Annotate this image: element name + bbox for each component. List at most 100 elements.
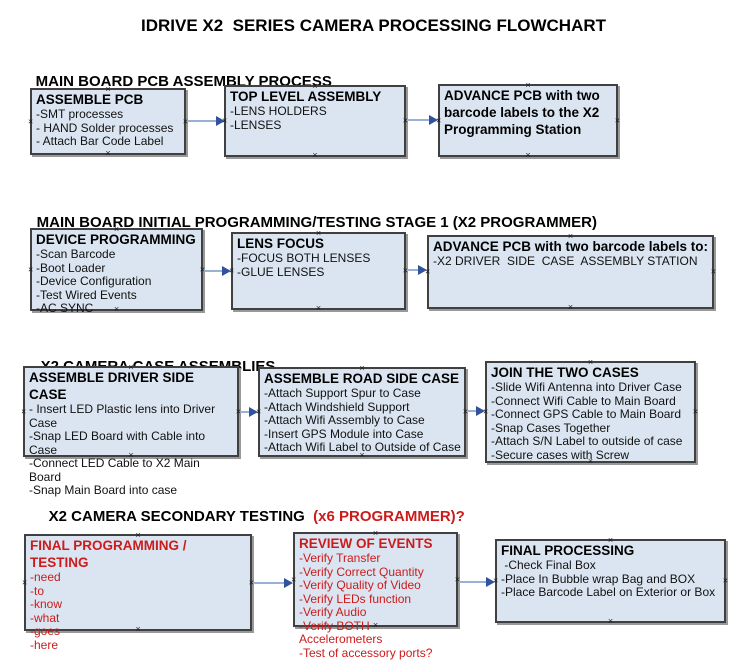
flow-box-assemble-road-side-case[interactable]: ASSEMBLE ROAD SIDE CASE -Attach Support … xyxy=(256,364,468,460)
arrow-head-icon xyxy=(418,265,427,275)
connection-point-icon: × xyxy=(222,115,228,126)
box-title: DEVICE PROGRAMMING xyxy=(36,232,196,247)
arrow-line xyxy=(253,582,288,584)
flow-arrow[interactable] xyxy=(407,265,427,275)
box-item: -Connect LED Cable to X2 Main Board xyxy=(29,456,204,484)
connection-point-icon: × xyxy=(436,115,442,125)
connection-point-icon: × xyxy=(135,530,141,540)
connection-point-icon: × xyxy=(256,406,262,417)
flow-box-device-programming[interactable]: DEVICE PROGRAMMING -Scan Barcode-Boot Lo… xyxy=(28,225,205,315)
connection-point-icon: × xyxy=(525,150,531,160)
flow-box-assemble-driver-side-case[interactable]: ASSEMBLE DRIVER SIDE CASE - Insert LED P… xyxy=(21,363,241,497)
arrow-line xyxy=(407,269,422,271)
connection-point-icon: × xyxy=(722,575,728,586)
flow-box-final-programming-testing[interactable]: FINAL PROGRAMMING / TESTING -need-to-kno… xyxy=(22,530,254,652)
box-item: -Scan Barcode xyxy=(36,247,116,261)
box-items: -LENS HOLDERS-LENSES xyxy=(226,104,404,132)
flow-arrow[interactable] xyxy=(187,116,225,126)
connection-point-icon: × xyxy=(182,116,188,126)
section-heading-red-text: (x6 PROGRAMMER)? xyxy=(308,508,465,525)
connection-point-icon: × xyxy=(587,456,594,466)
connection-point-icon: × xyxy=(587,357,594,367)
box-item: -Verify Audio xyxy=(299,605,367,619)
box-title: JOIN THE TWO CASES xyxy=(491,365,639,380)
box-item: - Attach Bar Code Label xyxy=(36,134,164,148)
connection-point-icon: × xyxy=(199,264,205,274)
box-item: -LENSES xyxy=(230,117,282,132)
box-title: LENS FOCUS xyxy=(237,236,325,251)
flow-arrow[interactable] xyxy=(467,406,485,416)
flow-arrow[interactable] xyxy=(253,578,293,588)
box-item: -Connect Wifi Cable to Main Board xyxy=(491,393,676,408)
connection-point-icon: × xyxy=(312,150,318,160)
box-item: - HAND Solder processes xyxy=(36,120,174,135)
box-item: -to xyxy=(30,583,45,598)
flow-box-assemble-pcb[interactable]: ASSEMBLE PCB -SMT processes- HAND Solder… xyxy=(28,84,188,158)
flow-box-advance-pcb-case-assembly[interactable]: ADVANCE PCB with two barcode labels to: … xyxy=(425,232,716,312)
connection-point-icon: × xyxy=(105,148,111,158)
box-title: ASSEMBLE PCB xyxy=(36,92,144,107)
box-items: -Attach Support Spur to Case-Attach Wind… xyxy=(260,386,464,455)
connection-point-icon: × xyxy=(315,228,322,238)
box-items: -Verify Transfer-Verify Correct Quantity… xyxy=(295,551,456,660)
box-title: REVIEW OF EVENTS xyxy=(299,536,433,551)
connection-point-icon: × xyxy=(525,80,531,90)
flow-box-review-of-events[interactable]: REVIEW OF EVENTS -Verify Transfer-Verify… xyxy=(291,529,460,660)
flow-arrow[interactable] xyxy=(204,266,231,276)
box-item: -Snap LED Board with Cable into Case xyxy=(29,429,209,457)
connection-point-icon: × xyxy=(454,574,460,584)
connection-point-icon: × xyxy=(312,81,318,91)
box-item: -Boot Loader xyxy=(36,260,106,275)
arrow-head-icon xyxy=(222,266,231,276)
connection-point-icon: × xyxy=(105,84,111,94)
connection-point-icon: × xyxy=(710,266,716,277)
arrow-head-icon xyxy=(476,406,485,416)
flow-arrow[interactable] xyxy=(407,115,438,125)
connection-point-icon: × xyxy=(402,115,408,126)
box-item: -Snap Main Board into case xyxy=(29,483,178,497)
box-item: -Verify Correct Quantity xyxy=(299,564,424,579)
box-title: FINAL PROGRAMMING / TESTING xyxy=(30,538,187,570)
connection-point-icon: × xyxy=(248,577,254,587)
box-item: -GLUE LENSES xyxy=(237,264,325,279)
connection-point-icon: × xyxy=(21,406,27,416)
box-item: -Verify BOTH Accelerometers xyxy=(299,618,383,646)
arrow-line xyxy=(204,270,226,272)
connection-point-icon: × xyxy=(128,450,134,460)
box-items: -need-to-know-what-goes-here xyxy=(26,570,250,652)
arrow-line xyxy=(240,411,253,413)
connection-point-icon: × xyxy=(402,265,408,276)
section-heading-secondary-testing: X2 CAMERA SECONDARY TESTING (x6 PROGRAMM… xyxy=(32,491,465,542)
flow-arrow[interactable] xyxy=(240,407,258,417)
box-item: -FOCUS BOTH LENSES xyxy=(237,251,371,265)
flow-box-top-level-assembly[interactable]: TOP LEVEL ASSEMBLY -LENS HOLDERS-LENSES … xyxy=(222,81,408,160)
box-item: -here xyxy=(30,637,59,652)
flow-box-lens-focus[interactable]: LENS FOCUS -FOCUS BOTH LENSES-GLUE LENSE… xyxy=(229,228,408,313)
flow-box-final-processing[interactable]: FINAL PROCESSING -Check Final Box-Place … xyxy=(493,536,728,626)
box-items: - Insert LED Plastic lens into Driver Ca… xyxy=(25,402,237,498)
flow-box-advance-pcb-programming-station[interactable]: ADVANCE PCB with two barcode labels to t… xyxy=(436,80,620,160)
arrow-head-icon xyxy=(486,577,495,587)
box-item: -Place In Bubble wrap Bag and BOX xyxy=(501,571,696,586)
flow-box-join-the-two-cases[interactable]: JOIN THE TWO CASES -Slide Wifi Antenna i… xyxy=(483,357,698,466)
box-item: -Connect GPS Cable to Main Board xyxy=(491,407,682,421)
connection-point-icon: × xyxy=(493,575,499,586)
connection-point-icon: × xyxy=(28,116,34,126)
connection-point-icon: × xyxy=(372,620,379,630)
connection-point-icon: × xyxy=(22,577,28,587)
box-items: -Check Final Box-Place In Bubble wrap Ba… xyxy=(497,558,724,600)
section-heading-initial-programming: MAIN BOARD INITIAL PROGRAMMING/TESTING S… xyxy=(20,197,597,248)
flow-arrow[interactable] xyxy=(459,577,495,587)
box-item: -X2 DRIVER SIDE CASE ASSEMBLY STATION xyxy=(433,254,698,268)
page-title: IDRIVE X2 SERIES CAMERA PROCESSING FLOWC… xyxy=(140,16,607,35)
box-item: -Attach Support Spur to Case xyxy=(264,386,421,400)
box-item: -need xyxy=(30,570,61,584)
arrow-head-icon xyxy=(216,116,225,126)
arrow-line xyxy=(187,120,220,122)
box-item: -Verify Quality of Video xyxy=(299,578,421,592)
box-item: -Insert GPS Module into Case xyxy=(264,426,424,441)
box-item: -Snap Cases Together xyxy=(491,420,611,435)
box-item: -SMT processes xyxy=(36,107,124,121)
box-item: -Place Barcode Label on Exterior or Box xyxy=(501,585,716,599)
